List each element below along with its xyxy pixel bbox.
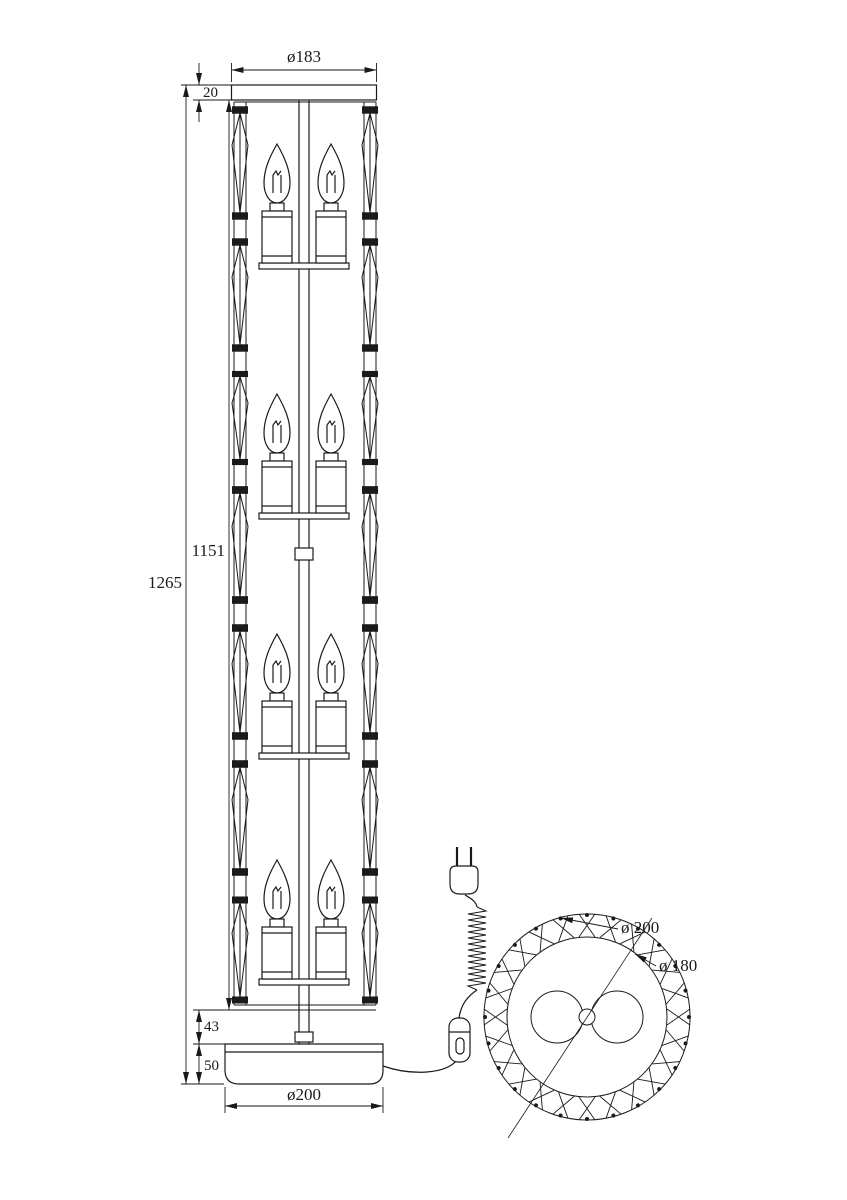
bulb-crossbars bbox=[258, 262, 350, 986]
tv-crystal bbox=[527, 922, 555, 953]
dim-top-diameter-label: ø183 bbox=[287, 47, 321, 66]
center-pole bbox=[294, 100, 314, 1044]
tv-inner-leader bbox=[634, 953, 657, 967]
dim-total-height-label: 1265 bbox=[148, 573, 182, 592]
candle-bulb bbox=[261, 633, 293, 754]
candle-bulb bbox=[261, 393, 293, 514]
cord-coil bbox=[466, 906, 488, 991]
tv-crystal bbox=[578, 912, 596, 938]
dim-base-height-label: 50 bbox=[204, 1058, 219, 1074]
top-view-inner-circle bbox=[506, 936, 668, 1098]
dim-plate-thickness-label: 20 bbox=[203, 85, 218, 101]
top-view-centerline bbox=[507, 917, 653, 1139]
dim-base-diameter: ø200 bbox=[224, 1085, 384, 1113]
candle-bulb bbox=[315, 633, 347, 754]
candle-bulb bbox=[315, 859, 347, 980]
tv-crystal bbox=[666, 1008, 692, 1026]
top-view: ø 200 ø 180 bbox=[482, 912, 697, 1139]
dim-plate-thickness: 20 bbox=[196, 63, 218, 122]
dim-base-diameter-label: ø200 bbox=[287, 1085, 321, 1104]
tv-crystal bbox=[507, 937, 537, 967]
cord-coil-to-plug bbox=[464, 894, 478, 908]
cord-base-to-switch bbox=[382, 1059, 458, 1073]
tv-crystal bbox=[637, 1067, 667, 1097]
tv-crystal bbox=[651, 1049, 682, 1077]
top-view-dimensions: ø 200 ø 180 bbox=[560, 917, 697, 975]
inline-foot-switch bbox=[448, 1017, 471, 1063]
crystal-rails bbox=[231, 101, 379, 1011]
cord-switch-to-coil bbox=[458, 989, 478, 1019]
lamp-base bbox=[224, 1043, 384, 1085]
tv-crystal bbox=[492, 957, 523, 985]
dim-stem-height: 43 bbox=[193, 1010, 226, 1045]
dim-stem-height-label: 43 bbox=[204, 1019, 219, 1035]
dim-body-height: 1151 bbox=[192, 99, 254, 1011]
top-plate bbox=[230, 84, 378, 101]
tv-outer-leader bbox=[560, 917, 619, 930]
plug-body bbox=[449, 865, 479, 895]
tv-crystal bbox=[492, 1049, 523, 1077]
dim-top-diameter: ø183 bbox=[231, 47, 377, 82]
pole-lower-collar bbox=[294, 1031, 314, 1043]
tv-crystal bbox=[578, 1096, 596, 1122]
candle-bulb bbox=[315, 143, 347, 264]
dim-base-height: 50 bbox=[196, 1044, 219, 1084]
front-view bbox=[224, 84, 384, 1085]
power-cord-assembly bbox=[382, 847, 488, 1073]
candle-bulb bbox=[261, 859, 293, 980]
tv-crystal bbox=[482, 1008, 508, 1026]
tv-crystal bbox=[507, 1067, 537, 1097]
tv-outer-diameter-label: ø 200 bbox=[621, 918, 659, 937]
dim-body-height-label: 1151 bbox=[192, 541, 225, 560]
candle-bulb bbox=[261, 143, 293, 264]
dim-total-height: 1265 bbox=[148, 84, 231, 1085]
pole-collar bbox=[294, 547, 314, 561]
tv-crystal bbox=[527, 1081, 555, 1112]
power-plug bbox=[449, 847, 479, 895]
tv-crystal bbox=[619, 1081, 647, 1112]
dimensions: ø183 20 1151 1265 43 50 bbox=[148, 47, 384, 1113]
tv-inner-diameter-label: ø 180 bbox=[659, 956, 697, 975]
candle-bulb bbox=[315, 393, 347, 514]
